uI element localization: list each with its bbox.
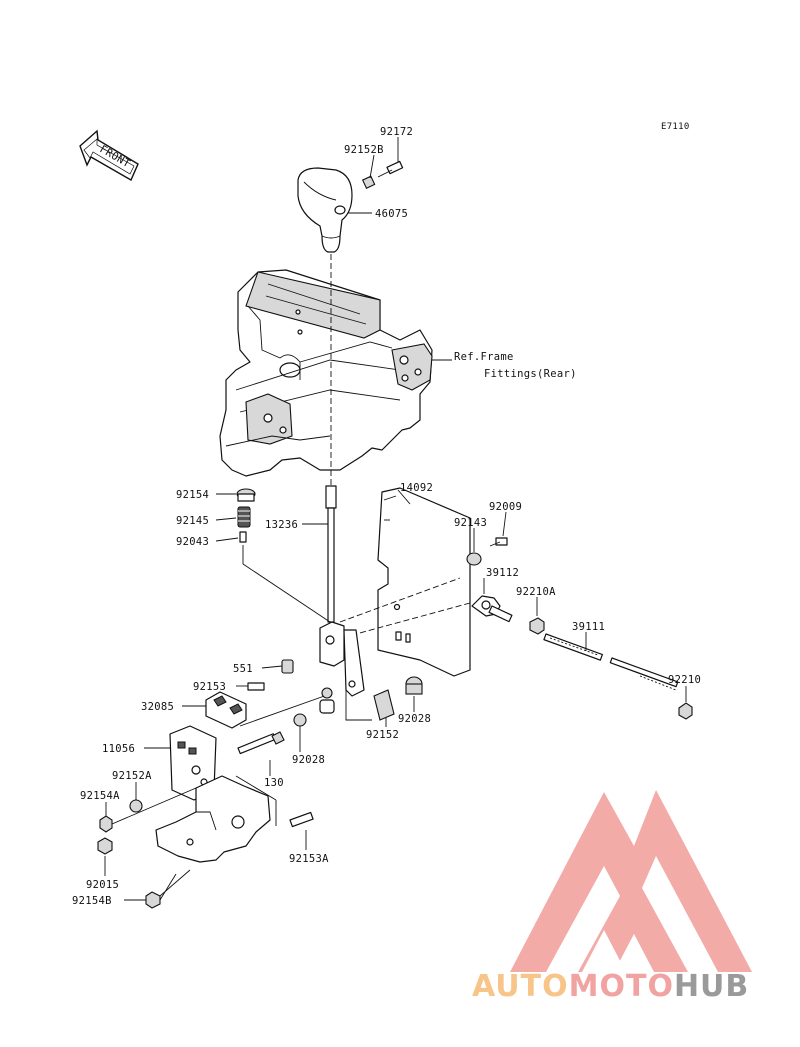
label-14092: 14092 [400, 482, 433, 494]
nut-92210A [529, 617, 545, 635]
bracket-11056 [169, 725, 217, 801]
lower-bracket [155, 775, 271, 863]
label-32085: 32085 [141, 701, 174, 713]
ref-fittings-label: Fittings(Rear) [484, 368, 577, 380]
label-92153A: 92153A [289, 853, 329, 865]
sleeve-92152 [373, 689, 395, 721]
ref-frame-label: Ref.Frame [454, 351, 514, 363]
label-92043: 92043 [176, 536, 209, 548]
knob-bolt [377, 160, 404, 178]
washer-92143 [466, 552, 482, 566]
label-92028b: 92028 [292, 754, 325, 766]
label-92153: 92153 [193, 681, 226, 693]
label-92154A: 92154A [80, 790, 120, 802]
frame-fitting [219, 269, 433, 477]
label-92152B: 92152B [344, 144, 384, 156]
collar-551 [281, 659, 294, 674]
shift-lever-rod [325, 485, 337, 623]
label-92145: 92145 [176, 515, 209, 527]
label-92154: 92154 [176, 489, 209, 501]
diagram-code: E7110 [661, 122, 690, 132]
bolt-92153A [289, 811, 314, 828]
label-92143: 92143 [454, 517, 487, 529]
front-arrow-icon: FRONT [79, 129, 139, 181]
collar-pieces [293, 687, 335, 727]
nut-92210 [678, 702, 693, 720]
label-92154B: 92154B [72, 895, 112, 907]
label-92152: 92152 [366, 729, 399, 741]
bolt-92154B [145, 891, 161, 909]
shift-knob [297, 167, 353, 253]
block-32085 [205, 691, 247, 729]
label-92009: 92009 [489, 501, 522, 513]
label-39111: 39111 [572, 621, 605, 633]
watermark-brand: AUTOMOTOHUB [472, 969, 749, 1004]
label-551: 551 [233, 663, 253, 675]
label-92152A: 92152A [112, 770, 152, 782]
pin [239, 531, 247, 543]
washer-92152A [129, 799, 143, 813]
nut-92015 [97, 837, 113, 855]
tie-rod [543, 633, 679, 691]
label-39112: 39112 [486, 567, 519, 579]
lever-joint [319, 621, 365, 697]
bolt-92153 [247, 682, 265, 691]
watermark-logo [510, 790, 752, 972]
label-92028a: 92028 [398, 713, 431, 725]
cap [236, 488, 256, 502]
label-46075: 46075 [375, 208, 408, 220]
brand-moto: MOTO [569, 969, 674, 1004]
spring [237, 506, 251, 528]
label-130: 130 [264, 777, 284, 789]
bolt-92009 [489, 537, 508, 547]
ball-joint [471, 595, 513, 623]
label-92015: 92015 [86, 879, 119, 891]
label-92172: 92172 [380, 126, 413, 138]
label-92210A: 92210A [516, 586, 556, 598]
label-11056: 11056 [102, 743, 135, 755]
label-13236: 13236 [265, 519, 298, 531]
brand-auto: AUTO [472, 969, 569, 1004]
label-92210: 92210 [668, 674, 701, 686]
knob-collar [361, 175, 376, 189]
bolt-92154A [99, 787, 197, 833]
shift-plate [377, 487, 471, 677]
brand-hub: HUB [674, 969, 749, 1004]
bolt-130 [237, 731, 285, 755]
bushing-92028 [405, 676, 423, 695]
